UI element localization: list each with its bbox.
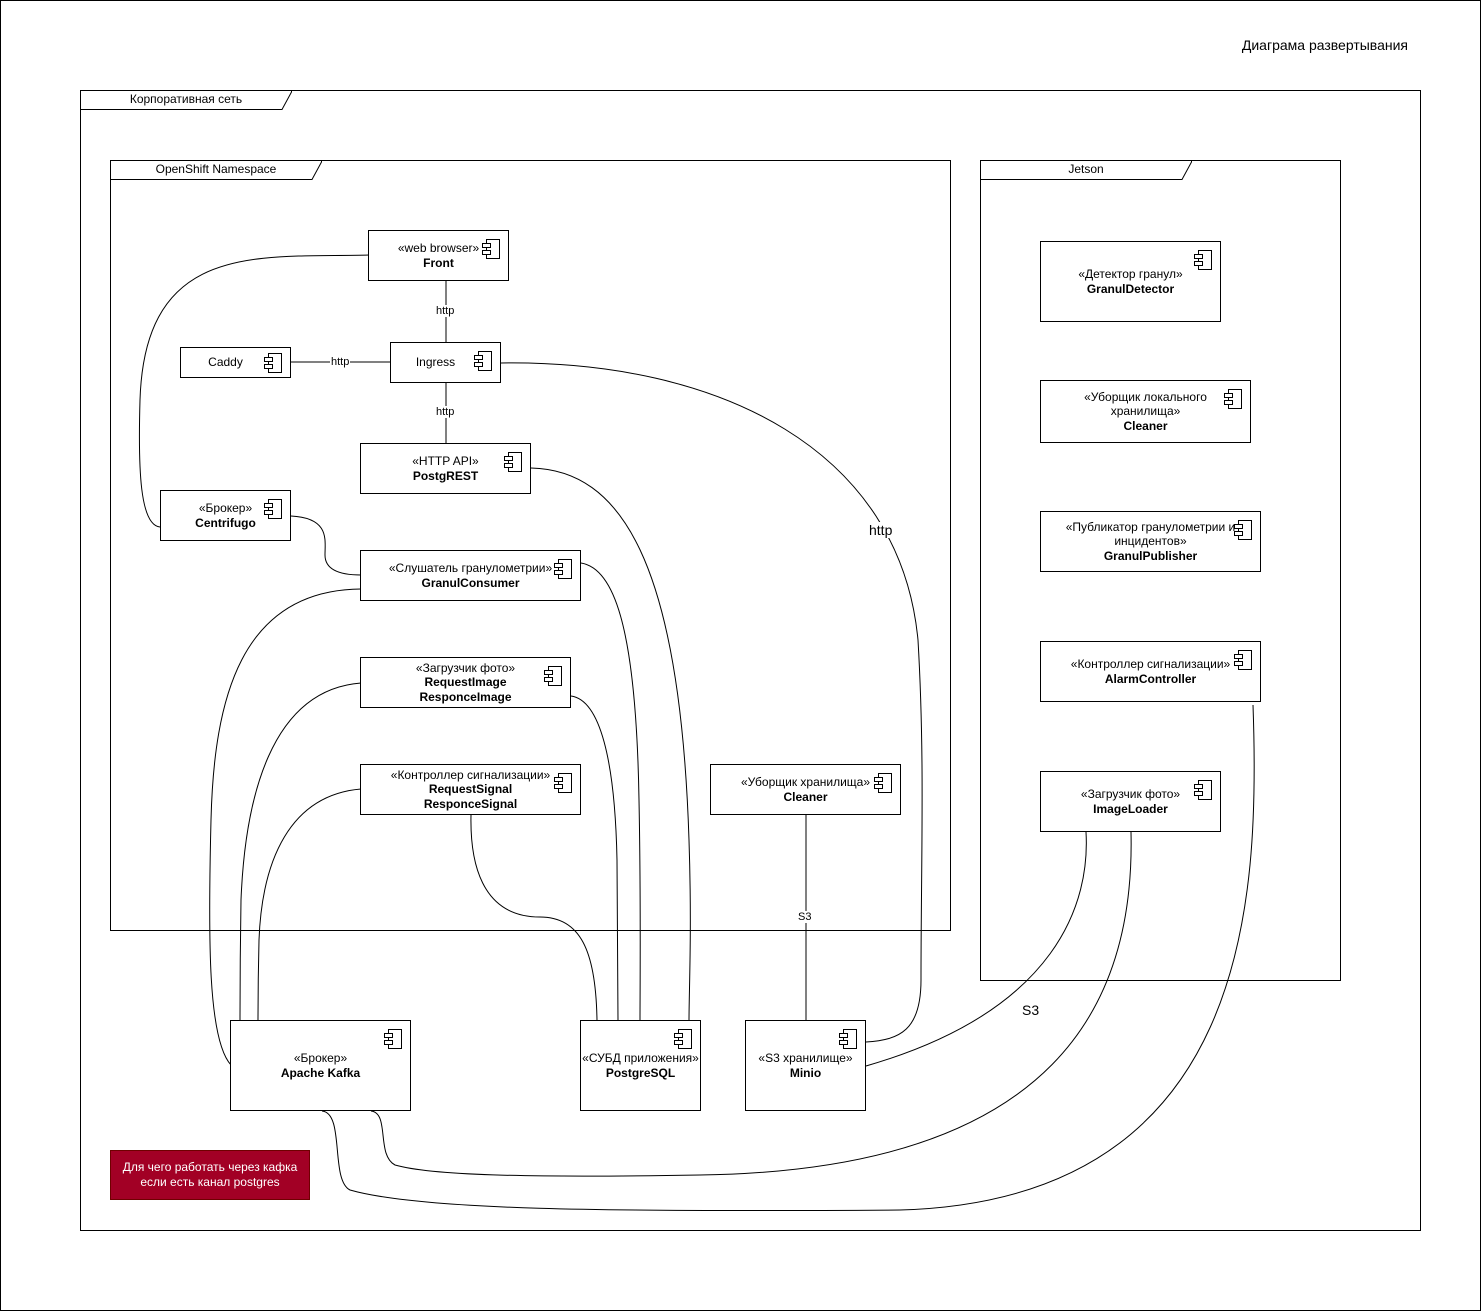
component-name: Apache Kafka <box>280 1065 361 1080</box>
component-icon <box>1194 780 1212 800</box>
component-name: PostgREST <box>412 468 479 483</box>
component-front[interactable]: «web browser» Front <box>368 230 509 281</box>
component-icon <box>554 773 572 793</box>
edge-label-ingress-minio: http <box>868 522 894 538</box>
component-icon <box>1234 650 1252 670</box>
comment-note[interactable]: Для чего работать через кафка если есть … <box>110 1150 310 1200</box>
component-name: ImageLoader <box>1093 801 1168 816</box>
component-stereotype: «Брокер» <box>198 501 253 515</box>
component-name: Cleaner <box>783 789 828 804</box>
component-storage-cleaner[interactable]: «Уборщик хранилища» Cleaner <box>710 764 901 815</box>
component-granul-consumer[interactable]: «Слушатель гранулометрии» GranulConsumer <box>360 550 581 601</box>
component-stereotype: «Загрузчик фото» <box>1080 787 1181 801</box>
frame-tab-corporate: Корпоративная сеть <box>80 90 292 110</box>
edge-alarmcontroller-kafka <box>321 704 1255 1212</box>
component-granul-publisher[interactable]: «Публикатор гранулометрии и инцидентов» … <box>1040 511 1261 572</box>
component-ingress[interactable]: Ingress <box>390 342 501 383</box>
component-stereotype: «Детектор гранул» <box>1078 267 1183 281</box>
component-name: Caddy <box>208 355 243 370</box>
component-name: GranulDetector <box>1086 281 1175 296</box>
edge-centrifugo-consumer <box>290 515 362 576</box>
component-stereotype: «Публикатор гранулометрии и инцидентов» <box>1065 519 1236 549</box>
edge-label-front-ingress: http <box>435 305 456 317</box>
component-caddy[interactable]: Caddy <box>180 347 291 378</box>
component-name: PostgreSQL <box>605 1065 676 1080</box>
component-icon <box>1194 250 1212 270</box>
edge-postgrest-postgres <box>530 467 691 1022</box>
component-stereotype: «СУБД приложения» <box>582 1051 699 1065</box>
component-name: GranulPublisher <box>1103 548 1198 563</box>
edge-ingress-minio <box>500 362 923 1043</box>
component-icon <box>554 559 572 579</box>
component-name: Front <box>423 255 454 270</box>
edge-label-imageloader-minio: S3 <box>1021 1002 1041 1018</box>
edge-consumer-kafka <box>209 588 362 1066</box>
component-stereotype: «S3 хранилище» <box>758 1051 853 1065</box>
component-icon <box>384 1029 402 1049</box>
component-stereotype: «web browser» <box>397 241 480 255</box>
component-name: Ingress <box>415 355 456 370</box>
component-icon <box>1234 520 1252 540</box>
component-postgres[interactable]: «СУБД приложения» PostgreSQL <box>580 1020 701 1111</box>
component-name: Cleaner <box>1123 418 1168 433</box>
edge-label-caddy-ingress: http <box>330 356 351 368</box>
edge-label-ingress-postgrest: http <box>435 406 456 418</box>
component-stereotype: «Слушатель гранулометрии» <box>388 561 553 575</box>
component-icon <box>1224 389 1242 409</box>
component-kafka[interactable]: «Брокер» Apache Kafka <box>230 1020 411 1111</box>
component-name: Centrifugo <box>195 515 256 530</box>
component-name: AlarmController <box>1104 671 1197 686</box>
component-icon <box>474 351 492 371</box>
component-name: RequestSignal ResponceSignal <box>423 782 518 811</box>
frame-jetson: Jetson <box>980 160 1341 981</box>
edge-front-centrifugo <box>138 254 370 528</box>
frame-tab-openshift: OpenShift Namespace <box>110 160 322 180</box>
component-stereotype: «Уборщик хранилища» <box>740 775 871 789</box>
component-icon <box>874 773 892 793</box>
component-name: RequestImage ResponceImage <box>419 675 512 704</box>
component-icon <box>264 499 282 519</box>
component-request-signal[interactable]: «Контроллер сигнализации» RequestSignal … <box>360 764 581 815</box>
component-postgrest[interactable]: «HTTP API» PostgREST <box>360 443 531 494</box>
component-stereotype: «Уборщик локального хранилища» <box>1084 389 1207 419</box>
component-icon <box>839 1029 857 1049</box>
edge-requestimage-postgres <box>570 695 619 1022</box>
component-name: GranulConsumer <box>421 575 520 590</box>
component-request-image[interactable]: «Загрузчик фото» RequestImage ResponceIm… <box>360 657 571 708</box>
component-stereotype: «Загрузчик фото» <box>415 660 516 675</box>
component-granul-detector[interactable]: «Детектор гранул» GranulDetector <box>1040 241 1221 322</box>
component-centrifugo[interactable]: «Брокер» Centrifugo <box>160 490 291 541</box>
component-stereotype: «Брокер» <box>293 1051 348 1065</box>
component-image-loader[interactable]: «Загрузчик фото» ImageLoader <box>1040 771 1221 832</box>
component-icon <box>482 239 500 259</box>
frame-tab-jetson: Jetson <box>980 160 1192 180</box>
component-local-cleaner[interactable]: «Уборщик локального хранилища» Cleaner <box>1040 380 1251 443</box>
component-stereotype: «HTTP API» <box>412 454 479 468</box>
component-icon <box>504 452 522 472</box>
frame-corporate-network: Корпоративная сеть <box>80 90 1421 1231</box>
component-icon <box>264 353 282 373</box>
component-stereotype: «Контроллер сигнализации» <box>1070 657 1231 671</box>
frame-openshift-namespace: OpenShift Namespace <box>110 160 951 931</box>
edge-consumer-postgres <box>580 562 641 1022</box>
edge-requestsignal-kafka <box>257 788 362 1022</box>
component-stereotype: «Контроллер сигнализации» <box>390 767 551 782</box>
component-minio[interactable]: «S3 хранилище» Minio <box>745 1020 866 1111</box>
component-icon <box>674 1029 692 1049</box>
component-icon <box>544 666 562 686</box>
diagram-title: Диаграма развертывания <box>1241 37 1408 53</box>
component-name: Minio <box>789 1065 822 1080</box>
edge-imageloader-minio <box>865 831 1087 1067</box>
component-alarm-controller[interactable]: «Контроллер сигнализации» AlarmControlle… <box>1040 641 1261 702</box>
edge-label-cleaner-minio: S3 <box>797 911 813 923</box>
edge-requestimage-kafka <box>239 682 362 1022</box>
edge-imageloader-kafka <box>370 831 1132 1177</box>
edge-requestsignal-postgres <box>470 814 598 1022</box>
